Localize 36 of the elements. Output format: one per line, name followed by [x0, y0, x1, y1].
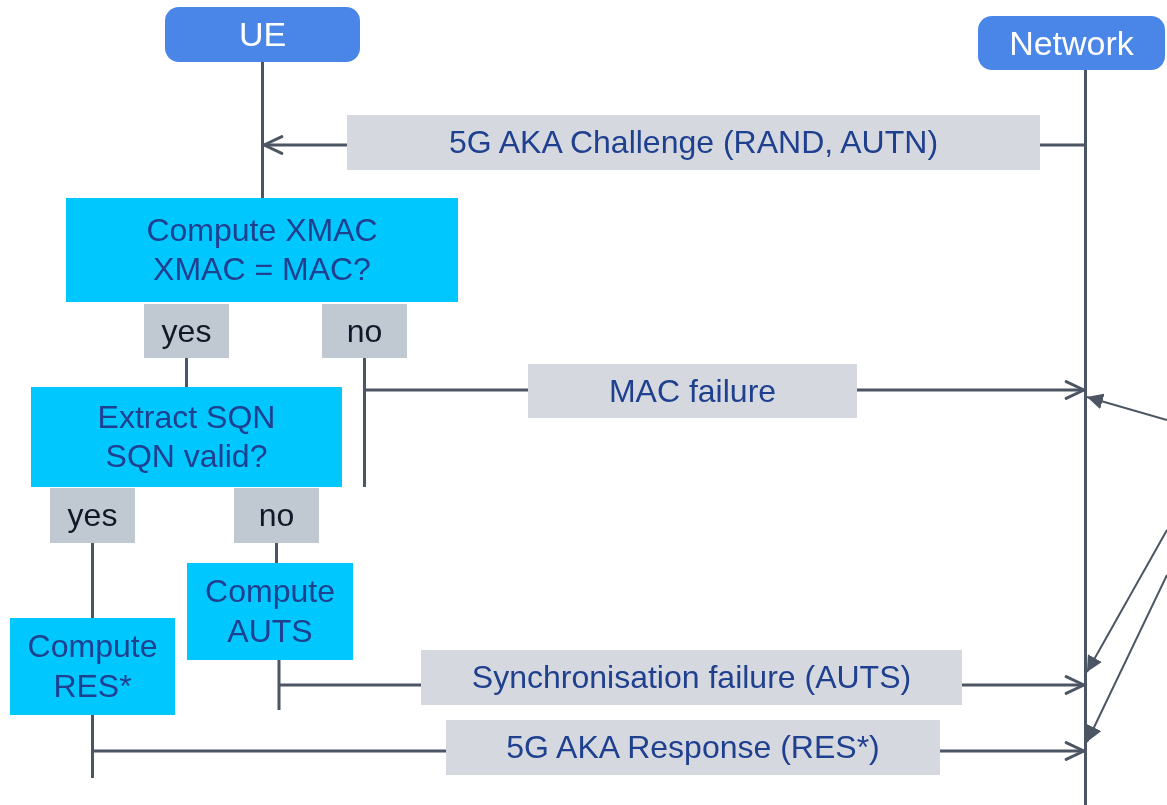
- message-arrow: [91, 713, 1086, 780]
- process-box: [31, 387, 342, 487]
- participant-header: [978, 16, 1165, 70]
- step-text: Compute XMAC: [146, 210, 378, 250]
- process-box: [10, 618, 175, 715]
- message-label: Synchronisation failure (AUTS): [421, 650, 962, 705]
- outcome-text: yes: [67, 497, 118, 534]
- pointer-arrow: [1086, 574, 1167, 743]
- message-label: MAC failure: [528, 364, 857, 418]
- connector-line: [91, 543, 94, 618]
- participant-header: [165, 7, 360, 62]
- pointer-arrow: [1086, 393, 1167, 421]
- step-text: XMAC = MAC?: [153, 250, 371, 289]
- decision-outcome-box: [322, 304, 407, 358]
- participant-name: UE: [238, 15, 287, 54]
- outcome-text: yes: [161, 312, 212, 350]
- process-box: [187, 563, 353, 660]
- decision-outcome-box: [144, 304, 229, 358]
- outcome-text: no: [258, 497, 295, 534]
- outcome-text: no: [346, 312, 383, 350]
- connector-line: [275, 543, 278, 563]
- step-text: SQN valid?: [105, 437, 268, 476]
- message-label: 5G AKA Challenge (RAND, AUTN): [347, 115, 1040, 170]
- step-text: Extract SQN: [97, 397, 276, 437]
- decision-outcome-box: [50, 488, 135, 543]
- lifeline: [1084, 70, 1087, 805]
- step-text: Compute AUTS: [204, 572, 336, 651]
- message-arrow: [363, 356, 1086, 489]
- pointer-arrow: [1086, 529, 1167, 673]
- connector-line: [185, 358, 188, 387]
- step-text: Compute RES*: [26, 627, 159, 706]
- decision-outcome-box: [234, 488, 319, 543]
- participant-name: Network: [1009, 23, 1134, 63]
- lifeline: [261, 62, 264, 198]
- process-box: [66, 198, 458, 302]
- message-label: 5G AKA Response (RES*): [446, 720, 940, 775]
